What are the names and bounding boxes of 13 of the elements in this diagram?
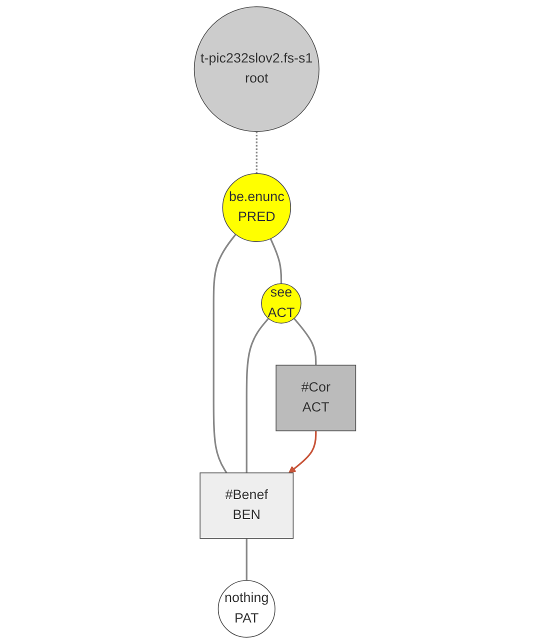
connector [292,318,316,366]
node-circle: be.enunc PRED [222,173,291,242]
connector [269,238,282,284]
connector [212,234,236,474]
node-circle: see ACT [260,283,301,324]
node-circle: t-pic232slov2.fs-s1 root [193,6,319,132]
arrow [288,430,316,474]
connector [255,132,257,174]
node-box: #Benef BEN [199,472,294,539]
connector [245,318,269,473]
node-box: #Cor ACT [275,364,356,432]
connector [245,538,247,580]
node-circle: nothing PAT [217,580,275,638]
